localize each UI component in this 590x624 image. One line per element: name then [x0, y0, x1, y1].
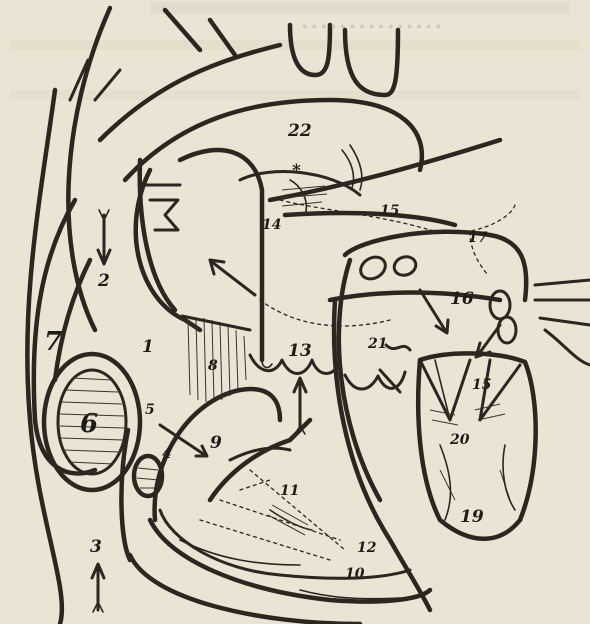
- label-15-artery: 15: [380, 203, 399, 219]
- figure-labels: 1 2 3 4 5 6 7 8 9 10 11 12 13 14 15 15 1…: [44, 121, 491, 582]
- label-2: 2: [97, 271, 110, 291]
- label-16: 16: [450, 289, 474, 309]
- label-10: 10: [345, 566, 365, 582]
- reverse-page-ghost-text: ...............: [300, 1, 443, 36]
- label-20: 20: [449, 432, 470, 448]
- label-3: 3: [90, 537, 102, 557]
- label-11: 11: [280, 483, 299, 499]
- right-atrium: [136, 145, 362, 360]
- label-22: 22: [287, 121, 312, 141]
- label-17: 17: [468, 230, 488, 246]
- interatrial-septum: [140, 160, 250, 402]
- label-19: 19: [460, 507, 484, 527]
- label-21: 21: [367, 336, 387, 352]
- label-7: 7: [44, 327, 62, 357]
- label-15-valve: 15: [472, 377, 491, 393]
- label-star: *: [292, 161, 301, 181]
- circulation-dashed-line: [260, 200, 430, 326]
- papillary-muscles: [200, 448, 345, 560]
- label-9: 9: [210, 433, 222, 453]
- label-12: 12: [357, 540, 377, 556]
- vena-cava-outline: [27, 8, 120, 624]
- label-5: 5: [145, 402, 155, 418]
- label-1: 1: [142, 337, 154, 357]
- label-4: 4: [162, 446, 172, 462]
- label-6: 6: [80, 409, 98, 439]
- label-14: 14: [262, 217, 281, 233]
- svg-text:...............: ...............: [300, 1, 443, 36]
- label-13: 13: [288, 341, 312, 361]
- label-8: 8: [208, 358, 218, 374]
